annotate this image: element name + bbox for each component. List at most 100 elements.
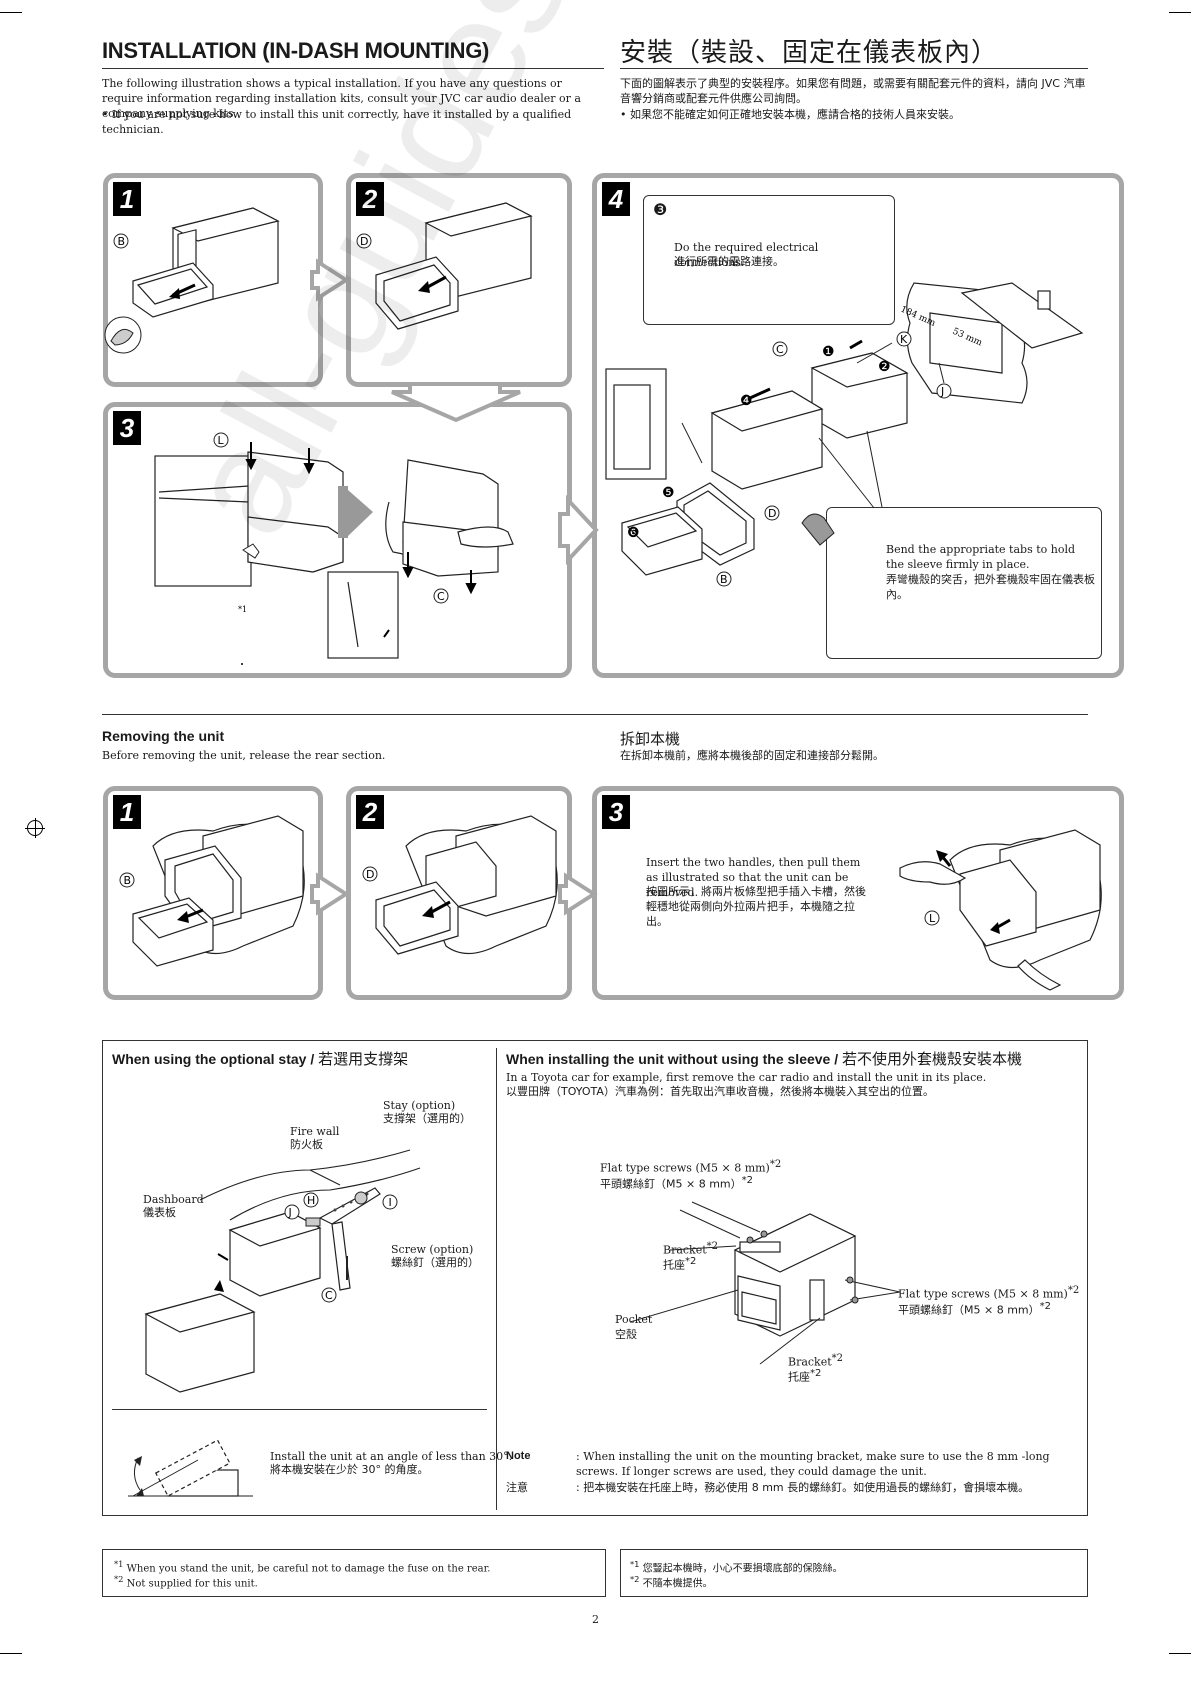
sleeve-intro-cn: 以豐田牌（TOYOTA）汽車為例：首先取出汽車收音機，然後將本機裝入其空出的位置… <box>506 1085 934 1098</box>
label-j: J <box>940 385 944 398</box>
footnote-en-2: *2 Not supplied for this unit. <box>114 1574 258 1590</box>
remove-label-l: L <box>929 912 936 925</box>
stay-inner-rule <box>112 1409 487 1410</box>
angle-text-cn: 將本機安裝在少於 30° 的角度。 <box>270 1463 429 1476</box>
note-label-cn: 注意 <box>506 1481 528 1494</box>
stay-title: When using the optional stay / 若選用支撐架 <box>112 1048 408 1069</box>
intro-en: The following illustration shows a typic… <box>102 77 581 120</box>
flat-screws-right-en: Flat type screws (M5 × 8 mm)*2 <box>898 1285 1080 1301</box>
remove-step-1-illustration: B <box>119 815 305 967</box>
sleeve-illustration <box>629 1201 901 1365</box>
remove-step-2-illustration: D <box>362 815 558 955</box>
stay-label-h: H <box>307 1194 315 1207</box>
pocket-en: Pocket <box>615 1313 653 1326</box>
sleeve-title: When installing the unit without using t… <box>506 1048 1022 1069</box>
step4-text-en: Do the required electrical connections. <box>674 241 819 269</box>
stay-label-j: J <box>288 1206 292 1219</box>
options-box <box>102 1040 1088 1516</box>
label-b: B <box>118 235 126 248</box>
bracket-top-en: Bracket*2 <box>663 1241 719 1257</box>
footnotes-en-box <box>102 1549 606 1597</box>
marker-4: ❹ <box>740 393 753 409</box>
page-number: 2 <box>592 1613 599 1626</box>
install-step-2-illustration: D <box>356 202 533 330</box>
arrow-step3-to-4 <box>558 494 599 566</box>
stay-title-cn: 若選用支撐架 <box>318 1050 409 1068</box>
stay-label-c: C <box>325 1289 333 1302</box>
label-c: C <box>437 590 445 603</box>
footnote-cn-1: *1 您豎起本機時，小心不要損壞底部的保險絲。 <box>630 1559 843 1575</box>
sleeve-title-cn: 若不使用外套機殼安裝本機 <box>842 1050 1023 1068</box>
remove-step-1-number: 1 <box>113 795 141 829</box>
step4-text-cn: 進行所需的電路連接。 <box>674 255 784 268</box>
sleeve-title-en: When installing the unit without using t… <box>506 1051 843 1067</box>
bullet-cn: • 如果您不能確定如何正確地安裝本機，應請合格的技術人員來安裝。 <box>620 108 960 121</box>
removing-rule <box>102 714 1088 715</box>
intro-cn: 下面的圖解表示了典型的安裝程序。如果您有問題，或需要有關配套元件的資料，請向 J… <box>620 77 1086 105</box>
remove-step-2-number: 2 <box>356 795 384 829</box>
arrow-step1-to-2 <box>310 258 350 302</box>
note-text-cn: : 把本機安裝在托座上時，務必使用 8 mm 長的螺絲釘。如使用過長的螺絲釘，會… <box>576 1481 1030 1494</box>
firewall-label-cn: 防火板 <box>290 1138 323 1151</box>
title-cn: 安裝（裝設、固定在儀表板內） <box>620 38 999 68</box>
install-step-2-number: 2 <box>356 182 384 216</box>
title-en: INSTALLATION (IN-DASH MOUNTING) <box>102 38 490 63</box>
arrow-step2-to-3 <box>391 382 521 423</box>
crop-mark-tl <box>0 12 22 13</box>
screw-label-en: Screw (option) <box>391 1243 474 1256</box>
stay-label-cn: 支撐架（選用的） <box>383 1112 471 1125</box>
note-label-en: Note <box>506 1450 531 1462</box>
crop-mark-br <box>1169 1653 1191 1654</box>
label-l: L <box>218 434 225 447</box>
label-d4: D <box>768 507 776 520</box>
step4-marker-3: ❸ <box>653 200 668 219</box>
removing-sub-cn: 在拆卸本機前，應將本機後部的固定和連接部分鬆開。 <box>620 749 884 762</box>
flat-screws-right-cn: 平頭螺絲釘（M5 × 8 mm）*2 <box>898 1301 1051 1317</box>
remove-step-3-illustration: L <box>899 829 1102 991</box>
label-b4: B <box>720 573 728 586</box>
label-star1: *1 <box>238 605 247 614</box>
pocket-cn: 空殼 <box>615 1328 637 1341</box>
marker-1: ❶ <box>822 344 835 360</box>
removing-title-en: Removing the unit <box>102 728 225 744</box>
step4-bend-box <box>826 507 1102 659</box>
footnotes-cn-box <box>620 1549 1088 1597</box>
label-c4: C <box>776 343 784 356</box>
flow-arrows <box>310 258 599 566</box>
install-step-1-number: 1 <box>113 182 141 216</box>
footnote-cn-2: *2 不隨本機提供。 <box>630 1574 713 1590</box>
crop-mark-tr <box>1169 12 1191 13</box>
remove-label-d: D <box>366 868 374 881</box>
bend-text-en: Bend the appropriate tabs to hold the sl… <box>886 543 1076 571</box>
crop-mark-bl <box>0 1653 22 1654</box>
install-step-1-illustration: B <box>104 207 280 354</box>
stay-label-i: I <box>389 1196 392 1209</box>
sleeve-intro-en: In a Toyota car for example, first remov… <box>506 1071 987 1084</box>
registration-mark-icon <box>25 818 45 838</box>
angle-text-en: Install the unit at an angle of less tha… <box>270 1450 513 1463</box>
label-k: K <box>900 333 908 346</box>
marker-6: ❻ <box>627 525 640 541</box>
stay-title-en: When using the optional stay / <box>112 1051 319 1067</box>
removing-sub-en: Before removing the unit, release the re… <box>102 749 386 762</box>
install-step-3-illustration: L C *1 <box>154 432 514 665</box>
bullet-en: • If you are not sure how to install thi… <box>102 108 572 136</box>
remove-step-3-number: 3 <box>602 795 630 829</box>
flat-screws-top-en: Flat type screws (M5 × 8 mm)*2 <box>600 1159 782 1175</box>
bracket-bottom-en: Bracket*2 <box>788 1353 844 1369</box>
note-text-en: : When installing the unit on the mounti… <box>576 1450 1050 1478</box>
removing-title-cn: 拆卸本機 <box>620 730 681 748</box>
remove-label-b: B <box>124 874 132 887</box>
install-step-4-number: 4 <box>602 182 630 216</box>
bracket-bottom-cn: 托座*2 <box>788 1368 822 1384</box>
title-rule-en <box>102 68 604 69</box>
flat-screws-top-cn: 平頭螺絲釘（M5 × 8 mm）*2 <box>600 1175 753 1191</box>
remove-flow-arrows <box>310 872 598 916</box>
screw-label-cn: 螺絲釘（選用的） <box>391 1256 479 1269</box>
install-step-4-illustration: 184 mm 53 mm ❶ ❷ ❹ ❺ ❻ C K J D B <box>605 282 1084 587</box>
bend-text-cn: 弄彎機殼的突舌，把外套機殼牢固在儀表板內。 <box>886 573 1095 601</box>
marker-5: ❺ <box>662 485 675 501</box>
dashboard-label-cn: 儀表板 <box>143 1206 176 1219</box>
title-rule-cn <box>620 68 1088 69</box>
stay-illustration: H I J C <box>144 1149 421 1393</box>
